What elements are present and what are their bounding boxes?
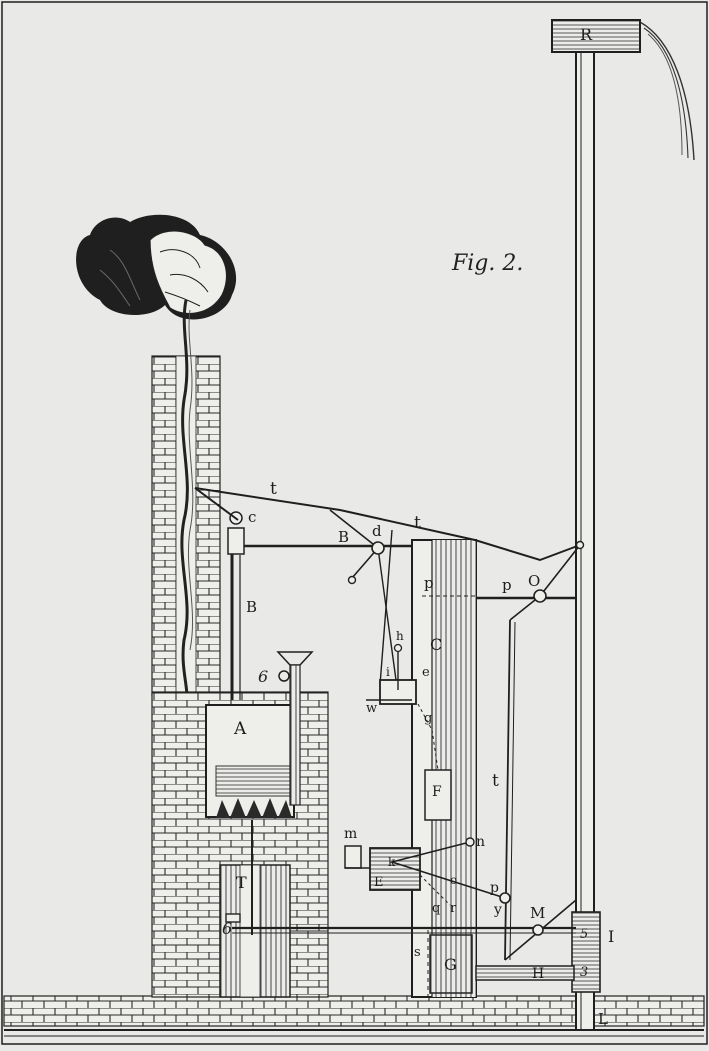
label-C: C — [430, 635, 442, 654]
label-o: o — [450, 873, 457, 887]
label-d: d — [372, 522, 382, 540]
figure-caption: Fig. 2. — [451, 251, 523, 276]
label-t-middle: t — [414, 513, 421, 533]
label-A: A — [233, 719, 247, 739]
label-I: I — [608, 927, 614, 946]
rising-main-pipe — [551, 19, 695, 1031]
label-B-rod: B — [246, 598, 257, 616]
label-R: R — [580, 25, 593, 44]
label-t-lower: t — [492, 771, 499, 791]
cylinder-C — [411, 539, 477, 998]
bottom-rod — [225, 820, 576, 936]
label-E: E — [374, 875, 384, 890]
label-t-upper: t — [270, 479, 277, 499]
label-i: i — [386, 665, 390, 679]
label-6-upper: 6 — [258, 667, 268, 686]
chimney — [151, 299, 221, 706]
label-s: s — [414, 945, 421, 960]
label-r: r — [450, 901, 457, 916]
valve-box-e — [366, 643, 439, 771]
label-y: y — [493, 902, 502, 918]
label-p-left: p — [424, 574, 434, 592]
pivot-points — [347, 540, 585, 603]
label-6-lower: 6 — [222, 919, 232, 938]
label-w: w — [366, 701, 377, 716]
label-G: G — [444, 955, 457, 974]
smoke-cloud — [76, 214, 237, 320]
horizontal-pipe-H — [475, 965, 575, 981]
label-h: h — [396, 629, 404, 643]
label-n: n — [476, 834, 485, 850]
label-c: c — [248, 508, 256, 526]
label-k: k — [388, 855, 396, 869]
label-p-right: p — [502, 576, 512, 594]
label-T: T — [236, 873, 247, 892]
feed-funnel — [276, 651, 314, 806]
label-e: e — [422, 665, 430, 680]
diagram-labels: R t t t c B B d p p O C h i e w g 6 A F … — [222, 25, 614, 1028]
vertical-rod-B — [227, 511, 245, 700]
label-5: 5 — [580, 927, 588, 942]
label-F: F — [432, 784, 442, 800]
label-q: q — [432, 901, 440, 916]
label-L: L — [598, 1010, 608, 1028]
label-p-lower: p — [490, 880, 499, 896]
label-H: H — [532, 966, 544, 982]
label-3: 3 — [580, 965, 588, 980]
label-B-beam: B — [338, 528, 349, 546]
label-O: O — [528, 572, 540, 590]
label-g: g — [424, 711, 432, 726]
valve-box-E — [344, 837, 511, 906]
label-M: M — [530, 904, 545, 922]
label-m: m — [344, 826, 357, 842]
